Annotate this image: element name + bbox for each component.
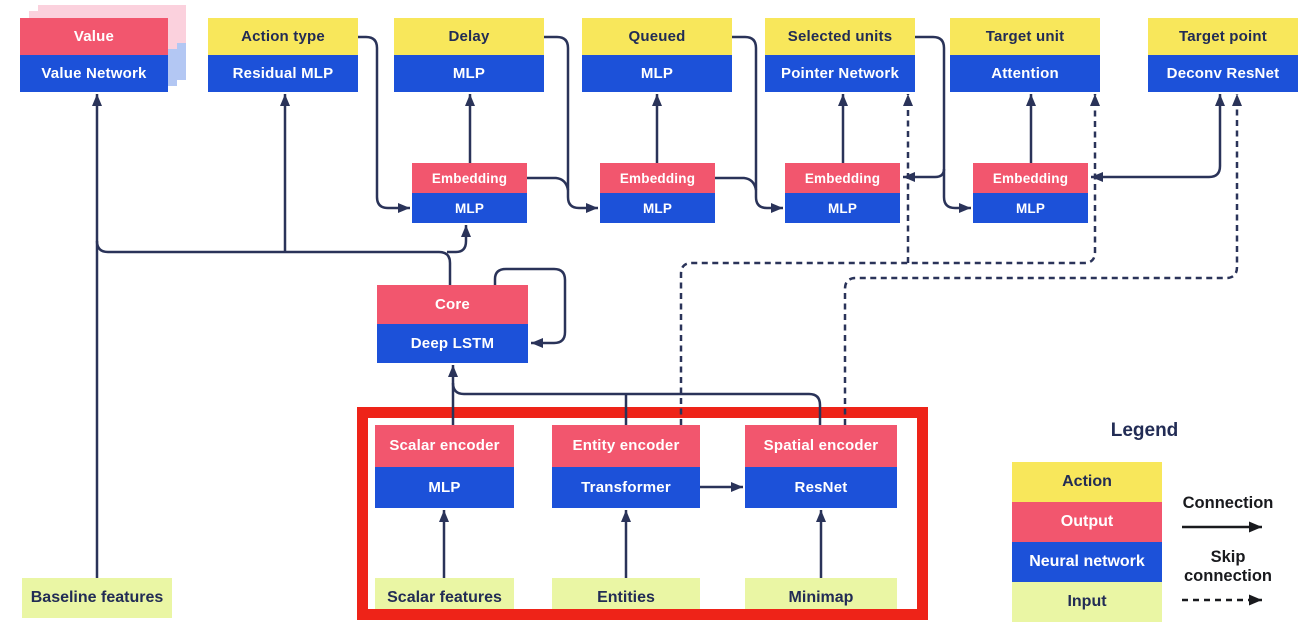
legend-skip-connection-label: Skip connection <box>1183 548 1272 585</box>
encoder-highlight-rectangle <box>357 407 928 620</box>
pointer-network-label: Pointer Network <box>765 55 915 92</box>
connection-embedding1-chain-exit <box>527 176 570 191</box>
core-label: Core <box>377 285 528 324</box>
target-unit-label: Target unit <box>950 18 1100 55</box>
selected-units-head-box: Selected units Pointer Network <box>765 18 915 92</box>
spatial-encoder-label: Spatial encoder <box>745 425 897 467</box>
action-type-label: Action type <box>208 18 358 55</box>
deep-lstm-label: Deep LSTM <box>377 324 528 363</box>
queued-mlp-label: MLP <box>582 55 732 92</box>
value-output-label: Value <box>20 18 168 55</box>
entity-encoder-label: Entity encoder <box>552 425 700 467</box>
value-head-box: Value Value Network <box>20 18 168 92</box>
legend-network-swatch: Neural network <box>1012 542 1162 582</box>
connection-core-to-embedding1 <box>447 225 471 254</box>
skip-connection-entity-encoder-to-attention <box>679 94 1100 425</box>
attention-label: Attention <box>950 55 1100 92</box>
legend-action-swatch: Action <box>1012 462 1162 502</box>
skip-connection-spatial-encoder-to-deconv-resnet <box>843 94 1242 425</box>
action-type-head-box: Action type Residual MLP <box>208 18 358 92</box>
residual-mlp-label: Residual MLP <box>208 55 358 92</box>
queued-head-box: Queued MLP <box>582 18 732 92</box>
queued-label: Queued <box>582 18 732 55</box>
embedding-2-mlp-label: MLP <box>600 193 715 223</box>
scalar-encoder-label: Scalar encoder <box>375 425 514 467</box>
connection-embedding2-chain-exit <box>715 176 758 191</box>
embedding-4-label: Embedding <box>973 163 1088 193</box>
legend-title: Legend <box>1110 420 1179 441</box>
embedding-1-label: Embedding <box>412 163 527 193</box>
embedding-box-2: Embedding MLP <box>600 163 715 223</box>
transformer-label: Transformer <box>552 466 700 508</box>
baseline-features-input: Baseline features <box>22 578 172 618</box>
deconv-resnet-label: Deconv ResNet <box>1148 55 1298 92</box>
embedding-box-1: Embedding MLP <box>412 163 527 223</box>
delay-head-box: Delay MLP <box>394 18 544 92</box>
legend-output-swatch: Output <box>1012 502 1162 542</box>
scalar-encoder-box: Scalar encoder MLP <box>375 425 514 508</box>
target-unit-head-box: Target unit Attention <box>950 18 1100 92</box>
spatial-encoder-box: Spatial encoder ResNet <box>745 425 897 508</box>
resnet-label: ResNet <box>745 466 897 508</box>
delay-label: Delay <box>394 18 544 55</box>
connection-embedding4-to-deconv-resnet <box>1091 94 1225 182</box>
connection-core-output-trunk <box>95 240 452 285</box>
entity-encoder-box: Entity encoder Transformer <box>552 425 700 508</box>
embedding-2-label: Embedding <box>600 163 715 193</box>
target-point-label: Target point <box>1148 18 1298 55</box>
embedding-3-label: Embedding <box>785 163 900 193</box>
value-network-label: Value Network <box>20 55 168 92</box>
core-box: Core Deep LSTM <box>377 285 528 363</box>
embedding-1-mlp-label: MLP <box>412 193 527 223</box>
legend-input-swatch: Input <box>1012 582 1162 622</box>
delay-mlp-label: MLP <box>394 55 544 92</box>
selected-units-label: Selected units <box>765 18 915 55</box>
connection-selected-units-branch-to-embedding3 <box>903 168 946 182</box>
target-point-head-box: Target point Deconv ResNet <box>1148 18 1298 92</box>
embedding-3-mlp-label: MLP <box>785 193 900 223</box>
scalar-encoder-mlp-label: MLP <box>375 466 514 508</box>
legend-connection-label: Connection <box>1182 494 1274 512</box>
embedding-4-mlp-label: MLP <box>973 193 1088 223</box>
embedding-box-3: Embedding MLP <box>785 163 900 223</box>
embedding-box-4: Embedding MLP <box>973 163 1088 223</box>
